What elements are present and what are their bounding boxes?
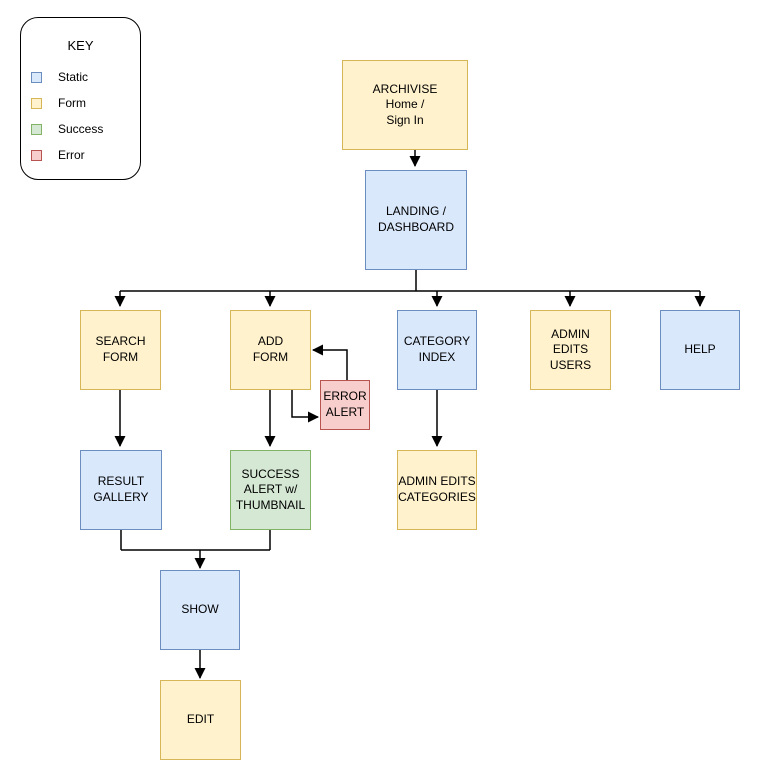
node-label-success-alert: SUCCESS ALERT w/ THUMBNAIL bbox=[235, 466, 306, 512]
node-label-help: HELP bbox=[684, 342, 716, 357]
node-add-form: ADD FORM bbox=[230, 310, 311, 390]
legend-item-success: Success bbox=[21, 116, 140, 142]
legend-label-form: Form bbox=[58, 96, 86, 110]
key-items: Static Form Success Error bbox=[21, 64, 140, 168]
legend-swatch-success bbox=[31, 123, 42, 135]
legend-swatch-error bbox=[31, 149, 42, 161]
node-admin-edits-categories: ADMIN EDITS CATEGORIES bbox=[397, 450, 477, 530]
node-label-landing: LANDING / DASHBOARD bbox=[377, 204, 454, 234]
legend-item-form: Form bbox=[21, 90, 140, 116]
node-help: HELP bbox=[660, 310, 740, 390]
node-show: SHOW bbox=[160, 570, 240, 650]
node-category-index: CATEGORY INDEX bbox=[397, 310, 477, 390]
node-label-admin-edits-categories: ADMIN EDITS CATEGORIES bbox=[398, 474, 476, 504]
node-label-archivise: ARCHIVISE Home / Sign In bbox=[372, 81, 438, 127]
node-label-result-gallery: RESULT GALLERY bbox=[93, 474, 149, 504]
node-admin-edits-users: ADMIN EDITS USERS bbox=[530, 310, 611, 390]
node-result-gallery: RESULT GALLERY bbox=[80, 450, 162, 530]
connector-landing-branch-trunk bbox=[120, 269, 700, 292]
node-archivise-home-sign-in: ARCHIVISE Home / Sign In bbox=[342, 60, 468, 150]
node-label-search-form: SEARCH FORM bbox=[95, 334, 146, 364]
legend-item-error: Error bbox=[21, 142, 140, 168]
node-error-alert: ERROR ALERT bbox=[320, 380, 370, 430]
legend-item-static: Static bbox=[21, 64, 140, 90]
node-label-add-form: ADD FORM bbox=[252, 334, 289, 364]
key-panel: KEY Static Form Success Error bbox=[20, 17, 141, 180]
legend-label-static: Static bbox=[58, 70, 89, 84]
node-landing-dashboard: LANDING / DASHBOARD bbox=[365, 170, 467, 270]
legend-swatch-form bbox=[31, 97, 42, 109]
legend-label-error: Error bbox=[58, 148, 85, 162]
node-label-edit: EDIT bbox=[186, 712, 215, 727]
connector-add-form-error-alert bbox=[291, 390, 319, 423]
connector-merge-to-show bbox=[120, 530, 271, 551]
node-search-form: SEARCH FORM bbox=[80, 310, 161, 390]
node-label-admin-edits-users: ADMIN EDITS USERS bbox=[549, 326, 592, 372]
node-label-error-alert: ERROR ALERT bbox=[323, 389, 367, 419]
node-success-alert-thumbnail: SUCCESS ALERT w/ THUMBNAIL bbox=[230, 450, 311, 530]
node-label-category-index: CATEGORY INDEX bbox=[403, 334, 471, 364]
node-edit: EDIT bbox=[160, 680, 241, 760]
legend-swatch-static bbox=[31, 71, 42, 83]
key-title: KEY bbox=[67, 38, 94, 53]
node-label-show: SHOW bbox=[181, 602, 219, 617]
connector-error-alert-add-form bbox=[312, 344, 348, 380]
legend-label-success: Success bbox=[58, 122, 104, 136]
